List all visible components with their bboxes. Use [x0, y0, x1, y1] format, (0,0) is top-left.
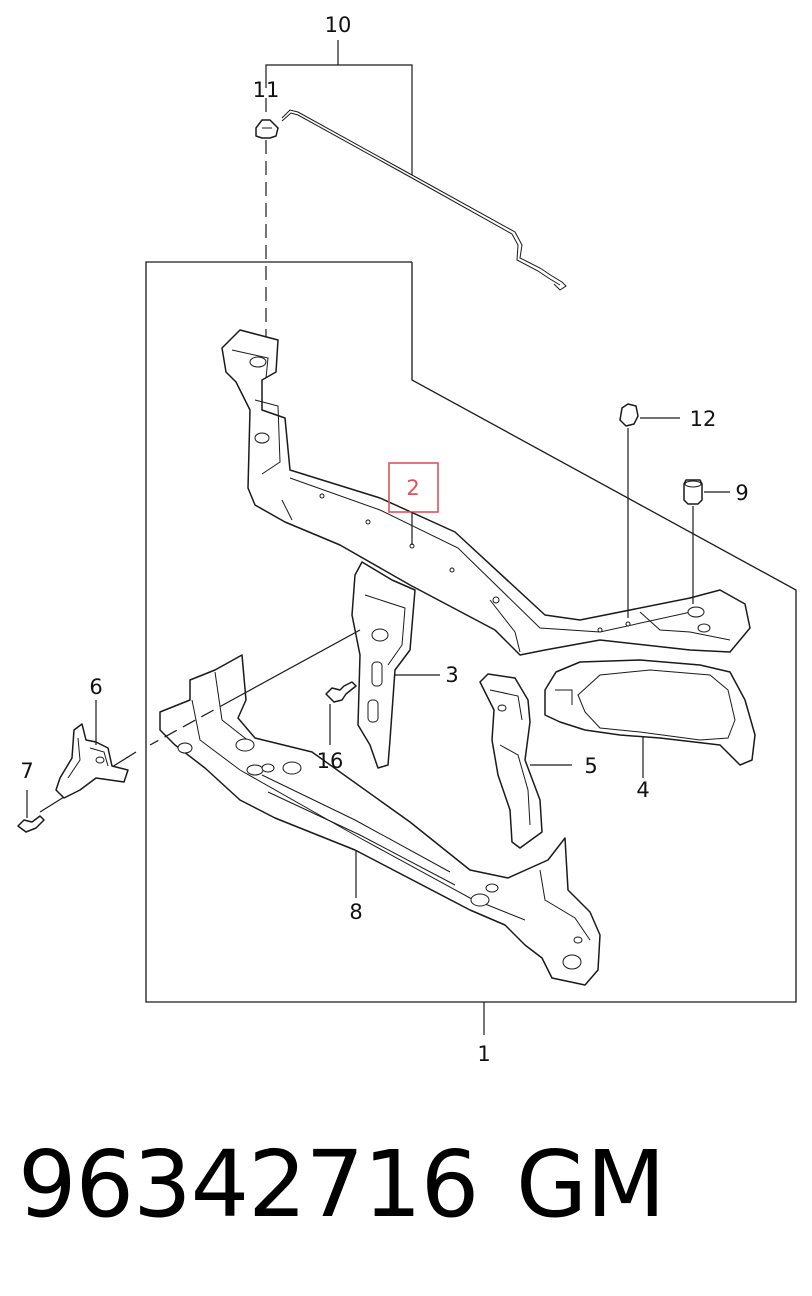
callout-1: 1: [477, 1042, 490, 1066]
callout-11: 11: [253, 78, 280, 102]
side-support: [479, 673, 572, 849]
hood-support-rod: [281, 109, 567, 291]
brand-name: GM: [516, 1131, 666, 1238]
align-line-b: [149, 699, 233, 746]
callout-2: 2: [406, 476, 419, 500]
group-bracket-10: [265, 40, 413, 175]
part-number-footer: 96342716 GM: [18, 1130, 798, 1240]
bolt-7: [17, 790, 45, 833]
callout-12: 12: [690, 407, 717, 431]
lower-cross-member: [159, 654, 601, 986]
upper-cross-member: [221, 329, 751, 656]
highlight-box-2: [388, 462, 439, 513]
callout-6: 6: [89, 675, 102, 699]
callout-3: 3: [445, 663, 458, 687]
bumper-9: [683, 479, 730, 604]
callout-7: 7: [20, 759, 33, 783]
part-number: 96342716: [18, 1131, 479, 1238]
assembly-frame: [145, 261, 797, 1003]
center-support: [351, 561, 440, 769]
headlamp-bracket: [544, 659, 756, 778]
callout-10: 10: [325, 13, 352, 37]
rod-clip: [255, 119, 279, 139]
callout-9: 9: [735, 481, 748, 505]
callout-5: 5: [584, 754, 597, 778]
callout-8: 8: [349, 900, 362, 924]
callout-4: 4: [636, 778, 649, 802]
clip-12: [619, 403, 680, 618]
latch-bracket: [55, 700, 129, 799]
align-line-a: [231, 629, 361, 701]
bolt-16: [325, 681, 357, 745]
callout-16: 16: [317, 749, 344, 773]
